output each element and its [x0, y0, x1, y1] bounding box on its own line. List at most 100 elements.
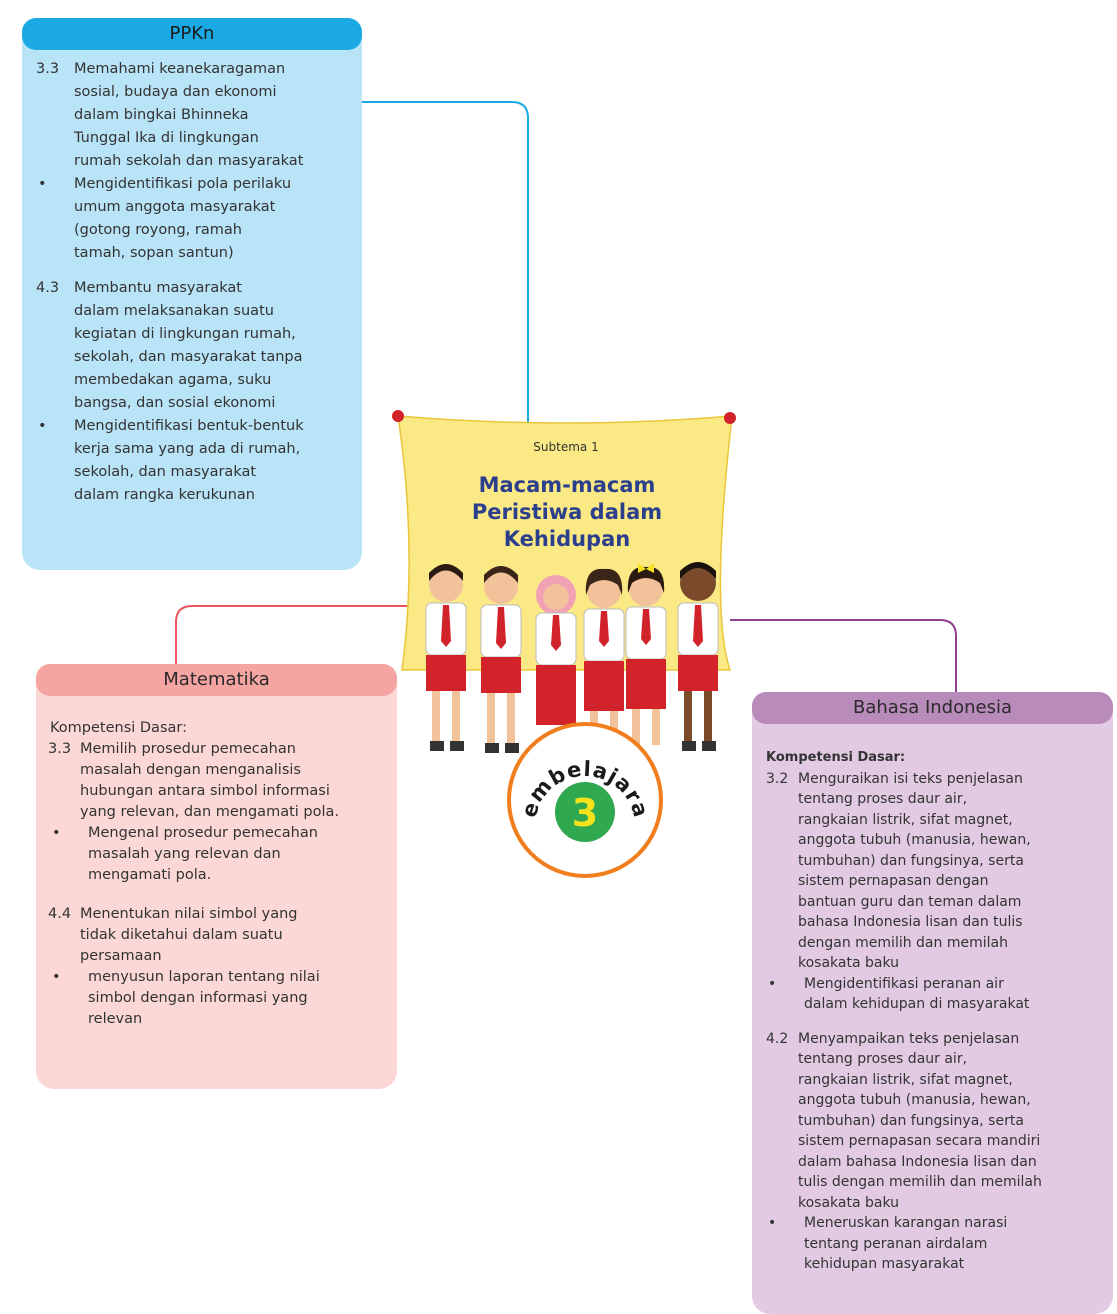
line: kosakata baku	[798, 955, 900, 971]
kompetensi-dasar-label: Kompetensi Dasar:	[50, 720, 187, 736]
student-2	[480, 566, 522, 753]
line: Mengidentifikasi peranan air	[804, 975, 1004, 992]
line: mengamati pola.	[88, 867, 212, 883]
badge-number: 3	[572, 791, 598, 835]
line: Mengenal prosedur pemecahan	[88, 825, 318, 841]
line: tumbuhan) dan fungsinya, serta	[798, 1112, 1024, 1129]
line: Memahami keanekaragaman	[74, 61, 286, 77]
title-line: Macam-macam	[478, 473, 656, 497]
bahasa-item-3-2: 3.2 Menguraikan isi teks penjelasan tent…	[752, 769, 1113, 974]
title-line: Kehidupan	[503, 527, 631, 551]
matematika-connector	[175, 605, 410, 664]
bahasa-bullet-1: • Mengidentifikasi peranan air dalam keh…	[752, 974, 1113, 1015]
ppkn-bullet-2: • Mengidentifikasi bentuk-bentuk kerja s…	[22, 415, 362, 507]
line: Memilih prosedur pemecahan	[80, 741, 296, 757]
line: kosakata baku	[798, 1194, 900, 1211]
students-illustration	[425, 562, 719, 753]
ppkn-item-4-3: 4.3 Membantu masyarakat dalam melaksanak…	[22, 277, 362, 415]
line: bantuan guru dan teman dalam	[798, 893, 1022, 910]
line: Tunggal Ika di lingkungan	[74, 130, 259, 146]
ppkn-content: 3.3 Memahami keanekaragaman sosial, buda…	[22, 58, 362, 507]
line: Membantu masyarakat	[74, 280, 242, 296]
line: dalam melaksanakan suatu	[74, 303, 274, 319]
item-number: 4.2	[766, 1030, 789, 1047]
line: anggota tubuh (manusia, hewan,	[798, 1092, 1031, 1108]
student-6	[677, 562, 719, 751]
line: menyusun laporan tentang nilai	[88, 969, 320, 985]
badge-disc	[555, 782, 615, 842]
subtema-title: Macam-macam Peristiwa dalam Kehidupan	[452, 472, 682, 553]
bullet-marker: •	[52, 825, 61, 841]
student-1	[425, 564, 467, 751]
bahasa-bullet-2: • Meneruskan karangan narasi tentang per…	[752, 1213, 1113, 1275]
line: tidak diketahui dalam suatu	[80, 927, 283, 943]
line: simbol dengan informasi yang	[88, 990, 308, 1006]
matematika-box: Matematika Kompetensi Dasar: 3.3 Memilih…	[36, 664, 397, 1089]
line: anggota tubuh (manusia, hewan,	[798, 832, 1031, 848]
item-number: 4.3	[36, 280, 60, 296]
line: tentang proses daur air,	[798, 1051, 968, 1067]
line: yang relevan, dan mengamati pola.	[80, 804, 340, 820]
bahasa-indonesia-content: Kompetensi Dasar: 3.2 Menguraikan isi te…	[752, 748, 1113, 1275]
item-number: 4.4	[48, 906, 72, 922]
bahasa-indonesia-header: Bahasa Indonesia	[752, 692, 1113, 724]
line: Menentukan nilai simbol yang	[80, 906, 298, 922]
line: masalah dengan menganalisis	[80, 762, 301, 778]
matematika-content: Kompetensi Dasar: 3.3 Memilih prosedur p…	[36, 718, 397, 1030]
line: (gotong royong, ramah	[74, 222, 242, 238]
line: dalam kehidupan di masyarakat	[804, 996, 1030, 1012]
subtema-label: Subtema 1	[533, 440, 599, 454]
line: bangsa, dan sosial ekonomi	[74, 395, 276, 411]
line: Meneruskan karangan narasi	[804, 1215, 1008, 1231]
line: bahasa Indonesia lisan dan tulis	[798, 914, 1023, 930]
pin-left-icon	[392, 410, 404, 422]
bullet-marker: •	[52, 969, 61, 985]
item-number: 3.3	[36, 61, 60, 77]
line: tentang peranan airdalam	[804, 1235, 988, 1252]
bullet-marker: •	[38, 418, 47, 434]
line: kerja sama yang ada di rumah,	[74, 441, 301, 457]
line: membedakan agama, suku	[74, 372, 272, 388]
line: rangkaian listrik, sifat magnet,	[798, 811, 1013, 828]
bullet-marker: •	[38, 176, 47, 192]
line: relevan	[88, 1011, 143, 1027]
line: masalah yang relevan dan	[88, 846, 281, 862]
line: tumbuhan) dan fungsinya, serta	[798, 852, 1024, 869]
line: Menguraikan isi teks penjelasan	[798, 770, 1023, 787]
line: dalam bingkai Bhinneka	[74, 107, 249, 123]
kompetensi-dasar-label: Kompetensi Dasar:	[766, 750, 906, 765]
ppkn-box: PPKn 3.3 Memahami keanekaragaman sosial,…	[22, 18, 362, 570]
matematika-bullet-1: • Mengenal prosedur pemecahan masalah ya…	[36, 823, 397, 886]
line: Mengidentifikasi pola perilaku	[74, 176, 292, 192]
matematika-item-4-4: 4.4 Menentukan nilai simbol yang tidak d…	[36, 904, 397, 967]
pembelajaran-badge: Pembelajaran 3	[505, 720, 663, 878]
line: tentang proses daur air,	[798, 791, 968, 807]
matematika-header: Matematika	[36, 664, 397, 696]
ppkn-item-3-3: 3.3 Memahami keanekaragaman sosial, buda…	[22, 58, 362, 173]
line: kehidupan masyarakat	[804, 1256, 965, 1272]
line: dalam rangka kerukunan	[74, 487, 255, 503]
bahasa-indonesia-box: Bahasa Indonesia Kompetensi Dasar: 3.2 M…	[752, 692, 1113, 1314]
bahasa-item-4-2: 4.2 Menyampaikan teks penjelasan tentang…	[752, 1029, 1113, 1214]
title-line: Peristiwa dalam	[471, 500, 663, 524]
item-number: 3.3	[48, 741, 72, 757]
student-5	[625, 563, 667, 745]
line: umum anggota masyarakat	[74, 199, 276, 215]
item-number: 3.2	[766, 770, 789, 787]
line: dalam bahasa Indonesia lisan dan	[798, 1153, 1037, 1170]
line: hubungan antara simbol informasi	[80, 783, 330, 799]
line: rangkaian listrik, sifat magnet,	[798, 1071, 1013, 1088]
line: persamaan	[80, 948, 162, 964]
matematika-item-3-3: 3.3 Memilih prosedur pemecahan masalah d…	[36, 739, 397, 823]
line: dengan memilih dan memilah	[798, 934, 1008, 951]
bahasa-connector	[730, 619, 957, 692]
line: Menyampaikan teks penjelasan	[798, 1030, 1020, 1047]
ppkn-bullet-1: • Mengidentifikasi pola perilaku umum an…	[22, 173, 362, 265]
line: tamah, sopan santun)	[74, 245, 234, 261]
line: sekolah, dan masyarakat	[74, 464, 257, 480]
line: kegiatan di lingkungan rumah,	[74, 326, 296, 342]
line: sistem pernapasan dengan	[798, 873, 989, 889]
ppkn-header: PPKn	[22, 18, 362, 50]
pin-right-icon	[724, 412, 736, 424]
